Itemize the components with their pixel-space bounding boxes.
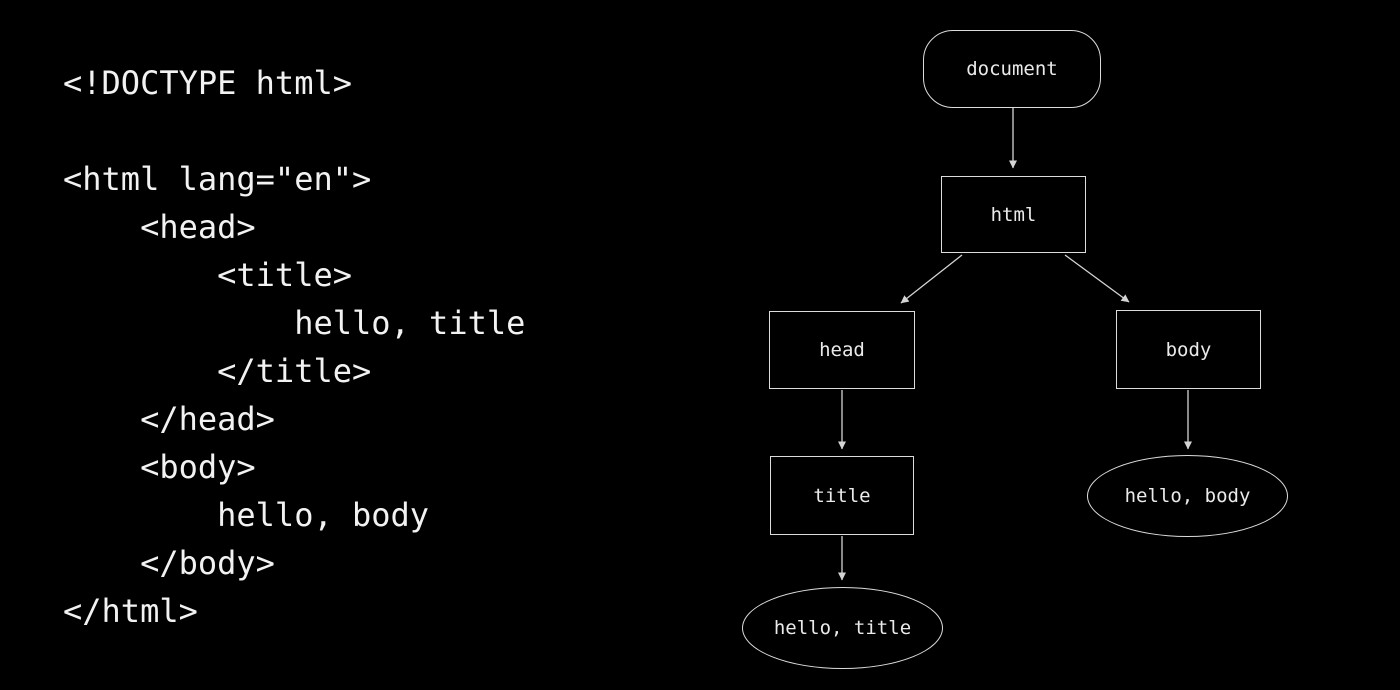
code-line-title-close: </title> xyxy=(63,352,372,390)
code-line-body-open: <body> xyxy=(63,448,256,486)
node-head: head xyxy=(769,311,915,389)
code-line-head-open: <head> xyxy=(63,208,256,246)
code-line-doctype: <!DOCTYPE html> xyxy=(63,64,352,102)
node-title-label: title xyxy=(813,484,871,507)
node-html: html xyxy=(941,176,1086,253)
code-line-html-open: <html lang="en"> xyxy=(63,160,372,198)
node-document-label: document xyxy=(966,58,1058,80)
node-hello-body: hello, body xyxy=(1087,455,1288,537)
code-line-body-close: </body> xyxy=(63,544,275,582)
node-hello-body-label: hello, body xyxy=(1124,485,1251,507)
node-head-label: head xyxy=(819,339,865,361)
node-body-label: body xyxy=(1165,338,1212,361)
node-document: document xyxy=(923,30,1101,108)
code-line-blank xyxy=(63,107,525,155)
code-line-body-text: hello, body xyxy=(63,496,430,534)
node-body: body xyxy=(1116,310,1261,389)
code-line-head-close: </head> xyxy=(63,400,275,438)
code-line-title-open: <title> xyxy=(63,256,352,294)
code-listing: <!DOCTYPE html> <html lang="en"> <head> … xyxy=(63,59,525,635)
node-hello-title-label: hello, title xyxy=(773,617,912,639)
code-line-title-text: hello, title xyxy=(63,304,526,342)
code-line-html-close: </html> xyxy=(63,592,198,630)
node-title: title xyxy=(770,456,914,535)
edge-html-head xyxy=(900,254,963,304)
node-html-label: html xyxy=(990,203,1037,226)
node-hello-title: hello, title xyxy=(742,587,943,669)
edge-html-body xyxy=(1064,254,1130,303)
